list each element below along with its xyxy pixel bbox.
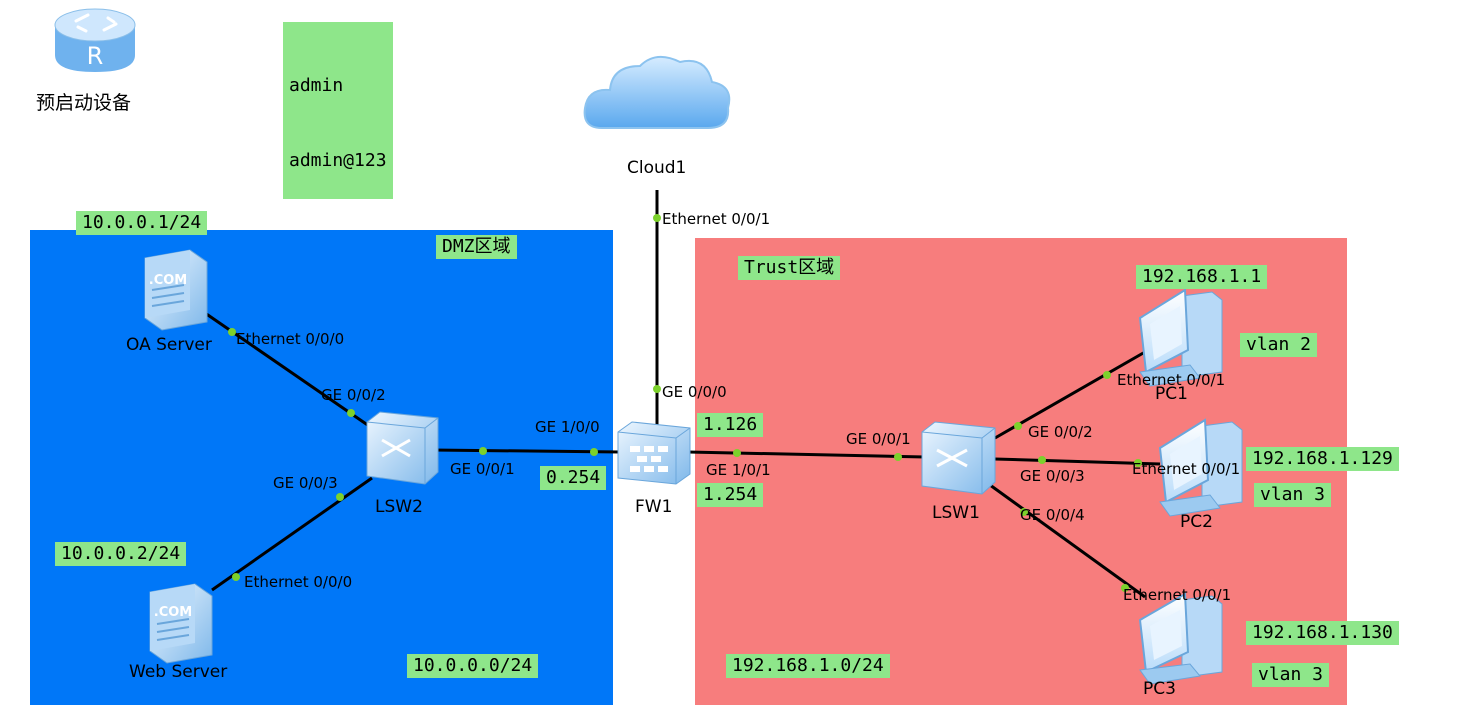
pc2-name: PC2 [1180, 512, 1213, 532]
dmz-zone-label: DMZ区域 [436, 235, 517, 259]
pc3-name: PC3 [1143, 679, 1176, 699]
pc1-ip-label: 192.168.1.1 [1136, 265, 1268, 289]
pc3-ip-label: 192.168.1.130 [1246, 621, 1399, 645]
link-lsw1-pc2 [994, 457, 1161, 466]
pc3-icon [1138, 592, 1223, 685]
port-dot [894, 453, 902, 461]
port-dot [590, 448, 598, 456]
oa-ip-label: 10.0.0.1/24 [76, 211, 208, 235]
link-lsw1-pc3 [989, 483, 1146, 599]
link-web-lsw2 [211, 476, 373, 592]
credentials-label: admin admin@123 [283, 22, 393, 199]
pc1-vlan-label: vlan 2 [1240, 333, 1318, 357]
oa-server-name: OA Server [126, 335, 212, 355]
web-server-name: Web Server [129, 662, 228, 682]
port-label: Ethernet 0/0/1 [1132, 460, 1241, 478]
username-text: admin [289, 75, 344, 96]
fw1-icon [617, 421, 691, 485]
port-dot [1134, 459, 1142, 467]
dmz-network-label: 10.0.0.0/24 [407, 654, 539, 678]
link-lsw2-fw1 [431, 448, 621, 454]
port-label: GE 0/0/3 [1020, 467, 1085, 485]
pc2-vlan-label: vlan 3 [1254, 483, 1332, 507]
port-label: Ethernet 0/0/0 [244, 573, 353, 591]
port-dot [1020, 508, 1028, 516]
trust-network-label: 192.168.1.0/24 [726, 654, 890, 678]
trust-zone-label: Trust区域 [738, 256, 841, 280]
web-server-icon: .COM [149, 583, 213, 664]
lsw2-name: LSW2 [375, 497, 423, 517]
fw-trust-ip2-label: 1.254 [697, 483, 764, 507]
port-dot [733, 449, 741, 457]
port-dot [336, 493, 344, 501]
port-label: GE 0/0/4 [1020, 506, 1085, 524]
router-icon: R [54, 8, 136, 72]
port-dot [1038, 456, 1046, 464]
fw1-name: FW1 [635, 497, 673, 517]
router-legend-caption: 预启动设备 [36, 92, 132, 114]
svg-text:R: R [87, 42, 104, 70]
password-text: admin@123 [289, 150, 387, 171]
port-label: Ethernet 0/0/0 [236, 330, 345, 348]
port-label: Ethernet 0/0/1 [1123, 586, 1232, 604]
oa-server-icon: .COM [144, 249, 208, 331]
port-dot [1103, 371, 1111, 379]
link-fw1-lsw1 [687, 450, 926, 459]
port-dot [653, 214, 661, 222]
port-label: GE 0/0/2 [321, 386, 386, 404]
pc2-icon [1158, 418, 1243, 517]
lsw1-icon [921, 421, 996, 495]
port-label: GE 0/0/2 [1028, 423, 1093, 441]
fw-trust-ip1-label: 1.126 [697, 413, 764, 437]
svg-text:.COM: .COM [149, 273, 187, 288]
port-label: GE 0/0/0 [662, 383, 727, 401]
pc1-name: PC1 [1155, 384, 1188, 404]
port-dot [1014, 422, 1022, 430]
dmz-zone [30, 230, 613, 705]
port-label: GE 0/0/3 [273, 474, 338, 492]
svg-text:.COM: .COM [154, 605, 192, 620]
pc1-icon [1138, 288, 1223, 387]
port-label: GE 0/0/1 [450, 460, 515, 478]
cloud1-name: Cloud1 [627, 158, 687, 178]
port-dot [653, 385, 661, 393]
port-label: GE 1/0/0 [535, 418, 600, 436]
port-label: Ethernet 0/0/1 [662, 210, 771, 228]
port-dot [228, 328, 236, 336]
port-label: Ethernet 0/0/1 [1117, 371, 1226, 389]
pc3-vlan-label: vlan 3 [1252, 663, 1330, 687]
lsw2-icon [366, 411, 439, 485]
fw-dmz-ip-label: 0.254 [540, 466, 607, 490]
pc2-ip-label: 192.168.1.129 [1246, 447, 1399, 471]
lsw1-name: LSW1 [932, 503, 980, 523]
port-dot [347, 409, 355, 417]
port-label: GE 1/0/1 [706, 461, 771, 479]
port-label: GE 0/0/1 [846, 430, 911, 448]
web-ip-label: 10.0.0.2/24 [55, 542, 187, 566]
port-dot [1121, 584, 1129, 592]
cloud-icon [583, 55, 731, 129]
port-dot [232, 573, 240, 581]
port-dot [479, 447, 487, 455]
